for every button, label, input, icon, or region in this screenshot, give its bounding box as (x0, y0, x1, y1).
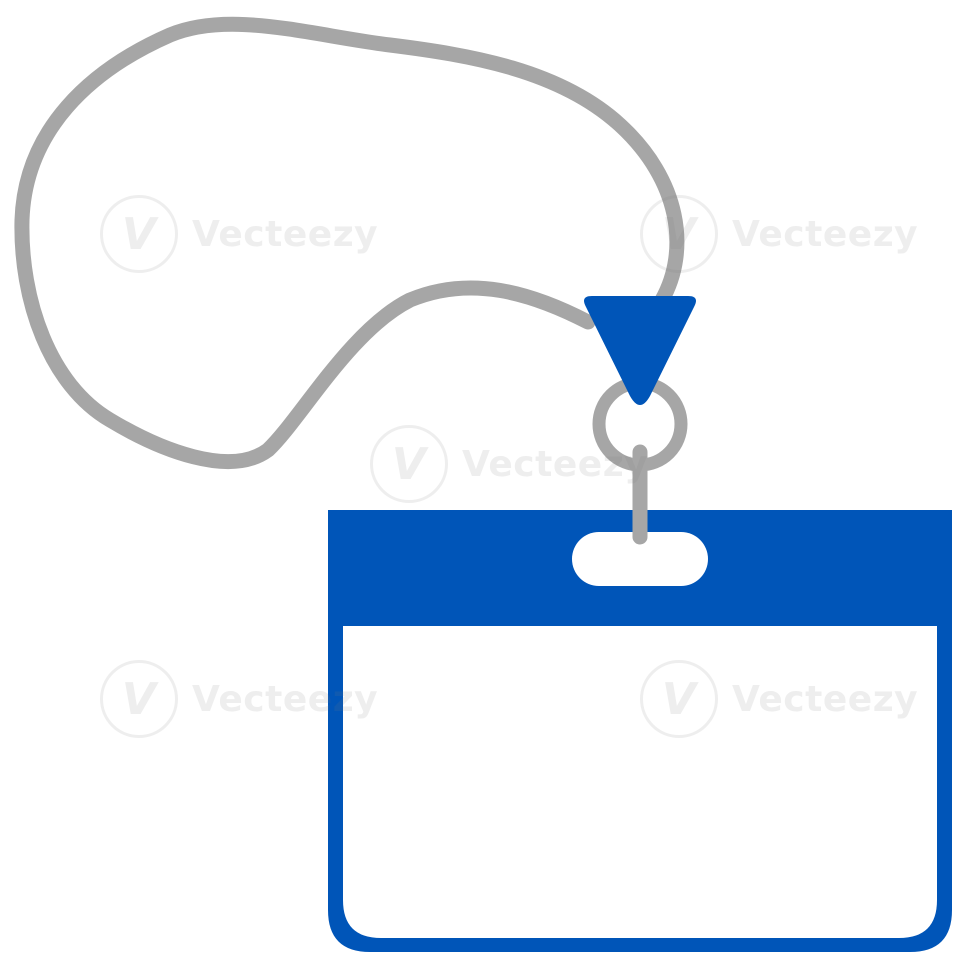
lanyard-cord (14, 16, 685, 470)
badge-slot (572, 532, 708, 586)
lanyard-clip-triangle (584, 296, 696, 405)
badge-card-window (343, 626, 937, 938)
